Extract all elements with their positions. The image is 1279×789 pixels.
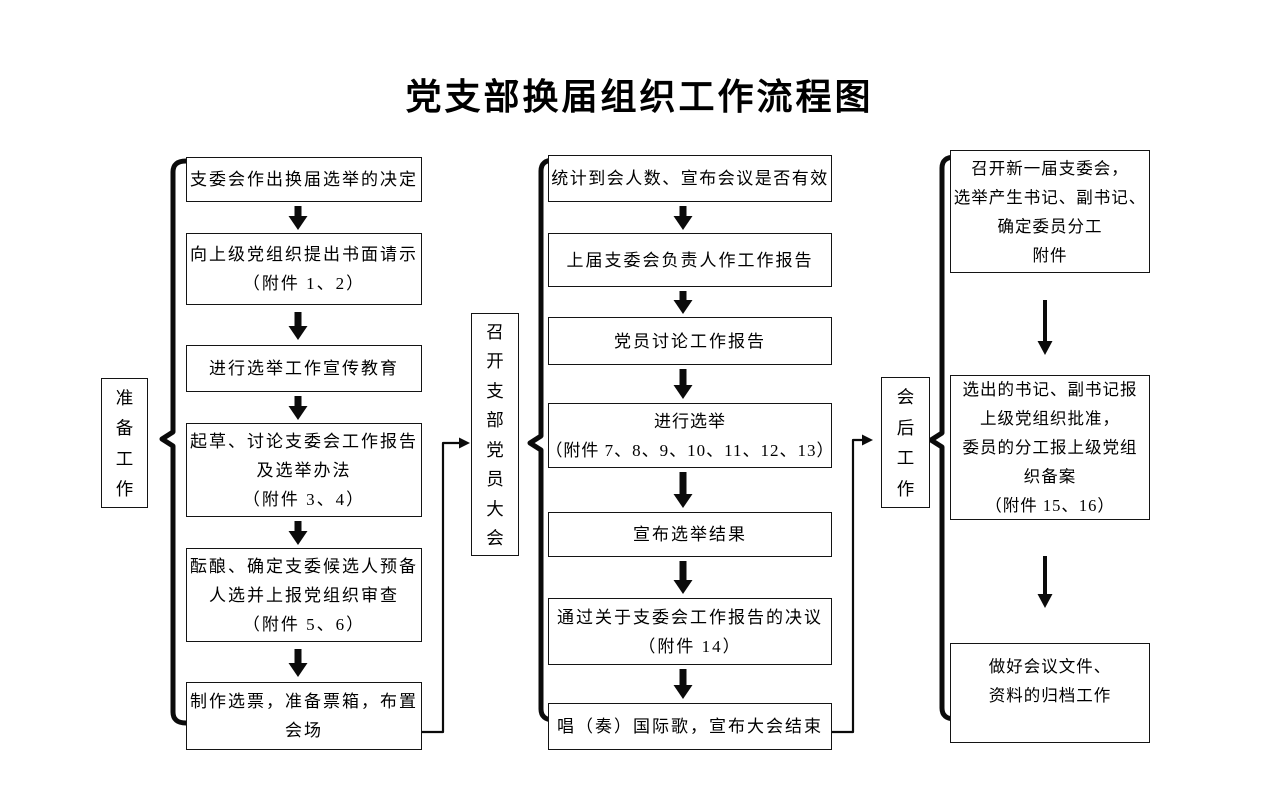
label-char: 党	[486, 439, 504, 460]
step-line: 通过关于支委会工作报告的决议	[557, 607, 823, 627]
label-char: 开	[486, 351, 504, 372]
step-line: （附件 15、16）	[985, 496, 1115, 515]
step-line: 确定委员分工	[997, 216, 1103, 236]
label-char: 工	[896, 448, 915, 469]
step-line: 召开新一届支委会，	[971, 158, 1129, 178]
step-line: 及选举办法	[256, 460, 352, 480]
step-line: 附件	[1032, 245, 1068, 265]
down-arrow-icon	[1037, 300, 1053, 355]
down-arrow-icon	[288, 521, 308, 545]
label-char: 员	[486, 469, 504, 490]
step-prepare-5: 酝酿、确定支委候选人预备人选并上报党组织审查 （附件 5、6）	[186, 548, 422, 642]
step-meeting-3: 党员讨论工作报告	[548, 317, 832, 365]
step-after-1: 召开新一届支委会， 选举产生书记、副书记、确定委员分工附件	[950, 150, 1150, 273]
step-line: （附件 1、2）	[242, 274, 366, 293]
label-char: 准	[115, 387, 134, 408]
label-char: 作	[115, 479, 134, 500]
step-line: （附件 7、8、9、10、11、12、13）	[545, 440, 835, 460]
step-line: （附件 3、4）	[242, 489, 366, 509]
label-char: 部	[486, 410, 504, 431]
step-line: 统计到会人数、宣布会议是否有效	[551, 169, 829, 188]
brace-meeting-group	[527, 157, 555, 723]
down-arrow-icon	[288, 396, 308, 420]
step-line: 资料的归档工作	[988, 686, 1112, 705]
brace-after-group	[928, 154, 956, 722]
step-line: 起草、讨论支委会工作报告	[190, 431, 418, 451]
label-char: 作	[896, 479, 915, 500]
flow-connector-arrow	[832, 434, 873, 734]
down-arrow-icon	[673, 369, 693, 399]
step-line: 织备案	[1023, 467, 1077, 486]
step-meeting-6: 通过关于支委会工作报告的决议 （附件 14）	[548, 598, 832, 665]
step-meeting-5: 宣布选举结果	[548, 512, 832, 557]
step-line: 党员讨论工作报告	[614, 331, 766, 351]
step-line: 唱（奏）国际歌，宣布大会结束	[557, 717, 823, 736]
down-arrow-icon	[673, 291, 693, 314]
step-prepare-4: 起草、讨论支委会工作报告及选举办法 （附件 3、4）	[186, 423, 422, 517]
down-arrow-icon	[673, 561, 693, 594]
step-line: 选举产生书记、副书记、	[953, 187, 1147, 207]
step-line: 支委会作出换届选举的决定	[190, 170, 418, 189]
down-arrow-icon	[673, 472, 693, 508]
step-prepare-6: 制作选票，准备票箱，布置会场	[186, 682, 422, 750]
label-char: 支	[486, 380, 504, 401]
down-arrow-icon	[288, 649, 308, 677]
down-arrow-icon	[673, 669, 693, 699]
label-char: 会	[896, 386, 915, 407]
step-line: 向上级党组织提出书面请示	[190, 245, 418, 264]
group-label-after: 会后工作	[881, 377, 930, 508]
label-char: 后	[896, 417, 915, 438]
label-char: 工	[115, 448, 134, 469]
step-line: 选出的书记、副书记报	[962, 380, 1138, 399]
step-after-3: 做好会议文件、资料的归档工作	[950, 643, 1150, 743]
label-char: 召	[486, 321, 504, 342]
step-meeting-4: 进行选举 （附件 7、8、9、10、11、12、13）	[545, 403, 835, 468]
label-char: 会	[486, 528, 504, 549]
page-title: 党支部换届组织工作流程图	[405, 77, 874, 118]
step-line: 制作选票，准备票箱，布置	[190, 692, 418, 711]
down-arrow-icon	[288, 206, 308, 230]
step-line: 会场	[285, 721, 323, 740]
step-line: 委员的分工报上级党组	[962, 438, 1138, 457]
down-arrow-icon	[288, 312, 308, 340]
label-char: 大	[486, 498, 504, 519]
label-char: 备	[115, 418, 134, 439]
step-line: 上届支委会负责人作工作报告	[566, 250, 814, 270]
step-meeting-7: 唱（奏）国际歌，宣布大会结束	[548, 703, 832, 750]
step-line: 进行选举工作宣传教育	[209, 359, 399, 378]
step-prepare-3: 进行选举工作宣传教育	[186, 345, 422, 392]
step-line: 宣布选举结果	[633, 525, 747, 544]
down-arrow-icon	[1037, 556, 1053, 608]
down-arrow-icon	[673, 206, 693, 230]
step-meeting-2: 上届支委会负责人作工作报告	[548, 233, 832, 287]
group-label-prepare: 准备工作	[101, 378, 148, 508]
step-prepare-1: 支委会作出换届选举的决定	[186, 157, 422, 202]
step-line: 进行选举	[654, 411, 726, 431]
step-line: （附件 14）	[638, 636, 742, 656]
brace-prepare-group	[159, 158, 187, 726]
step-line: （附件 5、6）	[242, 614, 366, 634]
step-line: 做好会议文件、	[988, 657, 1112, 676]
group-label-meeting: 召开支部党员大会	[471, 313, 519, 556]
step-line: 酝酿、确定支委候选人预备	[190, 556, 418, 576]
step-line: 人选并上报党组织审查	[209, 585, 399, 605]
step-after-2: 选出的书记、副书记报上级党组织批准， 委员的分工报上级党组织备案 （附件 15、16…	[950, 375, 1150, 520]
step-line: 上级党组织批准，	[980, 409, 1120, 428]
step-meeting-1: 统计到会人数、宣布会议是否有效	[548, 155, 832, 202]
step-prepare-2: 向上级党组织提出书面请示 （附件 1、2）	[186, 233, 422, 305]
flow-connector-arrow	[422, 437, 470, 734]
